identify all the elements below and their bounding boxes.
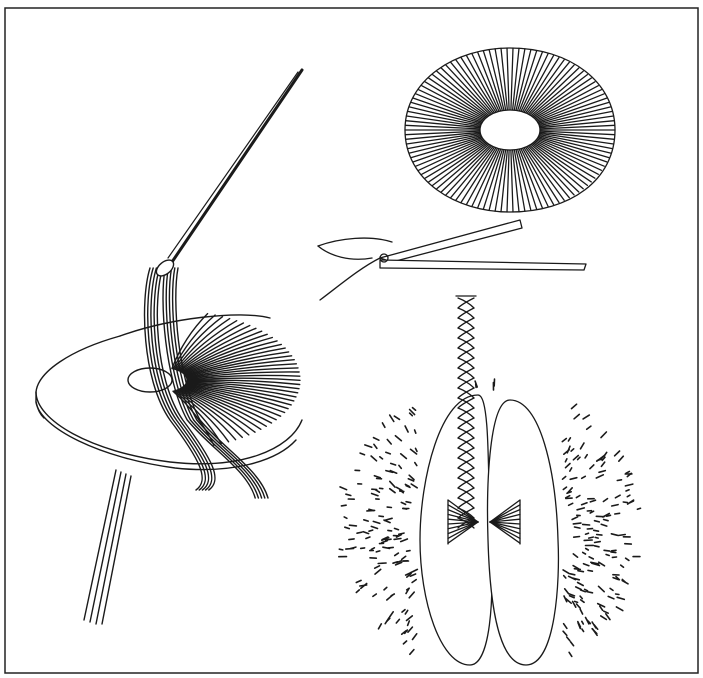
frame — [5, 8, 698, 673]
wheel-center-hole — [480, 110, 540, 150]
